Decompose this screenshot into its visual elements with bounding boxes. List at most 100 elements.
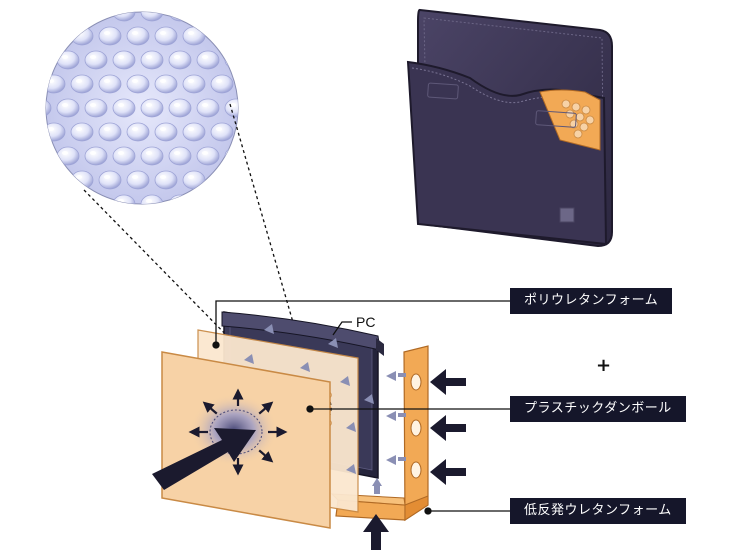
bubble-highlight xyxy=(272,127,278,131)
bubble-highlight xyxy=(48,127,54,131)
bubble-highlight xyxy=(34,199,40,203)
bubble-highlight xyxy=(76,127,82,131)
bubble-cell xyxy=(253,3,275,21)
bubble-cell xyxy=(211,219,233,237)
bubble-cell xyxy=(15,27,37,45)
bubble-highlight xyxy=(34,7,40,11)
bubble-magnifier xyxy=(1,3,317,237)
bubble-cell xyxy=(98,122,122,142)
external-pressure-arrows xyxy=(363,369,466,550)
bubble-highlight xyxy=(90,7,96,11)
bubble-highlight xyxy=(174,151,180,155)
bubble-cell xyxy=(112,12,136,22)
bubble-cell xyxy=(267,219,289,237)
impact-arrow-icon xyxy=(152,428,256,490)
bubble-highlight xyxy=(202,55,208,59)
bubble-highlight xyxy=(244,175,250,179)
bubble-highlight xyxy=(216,127,222,131)
label-polyurethane-foam: ポリウレタンフォーム xyxy=(510,288,673,314)
bubble-cell xyxy=(182,74,206,94)
bubble-highlight xyxy=(202,7,208,11)
bubble-highlight xyxy=(118,7,124,11)
bubble-highlight xyxy=(132,175,138,179)
bubble-highlight xyxy=(34,151,40,155)
bubble-highlight xyxy=(174,7,180,11)
bubble-highlight xyxy=(230,151,236,155)
bubble-cell xyxy=(71,219,93,237)
bubble-highlight xyxy=(202,199,208,203)
bubble-cell xyxy=(196,146,220,166)
bubble-cell xyxy=(98,74,122,94)
bubble-cell xyxy=(46,194,52,204)
bubble-highlight xyxy=(48,79,54,83)
bubble-highlight xyxy=(174,199,180,203)
bubble-cell xyxy=(281,195,303,213)
bubble-cell xyxy=(127,219,149,237)
bubble-cell xyxy=(99,219,121,237)
bubble-highlight xyxy=(132,127,138,131)
bubble-cell xyxy=(267,123,289,141)
bubble-cell xyxy=(224,146,238,166)
bubble-highlight xyxy=(244,127,250,131)
bubble-cell xyxy=(46,74,66,94)
bubble-cell xyxy=(112,50,136,70)
leader-lines xyxy=(212,300,510,515)
bubble-cell xyxy=(1,99,23,117)
bubble-highlight xyxy=(62,103,68,107)
bubble-cell xyxy=(295,123,317,141)
bubble-highlight xyxy=(48,175,54,179)
bubble-highlight xyxy=(132,79,138,83)
bubble-highlight xyxy=(286,151,292,155)
bubble-highlight xyxy=(160,127,166,131)
bubble-highlight xyxy=(244,31,250,35)
bubble-highlight xyxy=(188,175,194,179)
bubble-highlight xyxy=(258,151,264,155)
bubble-highlight xyxy=(258,55,264,59)
bubble-cell xyxy=(56,194,80,204)
bubble-cell xyxy=(126,122,150,142)
bubble-highlight xyxy=(286,55,292,59)
bubble-cell xyxy=(210,26,234,46)
bubble-highlight xyxy=(216,175,222,179)
bubble-cell xyxy=(281,51,303,69)
bubble-cell xyxy=(46,50,52,70)
bubble-cell xyxy=(15,75,37,93)
callout-line-left xyxy=(83,189,291,401)
bubble-highlight xyxy=(300,79,306,83)
bubble-cell xyxy=(56,146,80,166)
bubble-highlight xyxy=(20,79,26,83)
bubble-highlight xyxy=(188,127,194,131)
bubble-highlight xyxy=(230,7,236,11)
bubble-cell xyxy=(183,219,205,237)
bubble-cell xyxy=(168,194,192,204)
bubble-highlight xyxy=(286,103,292,107)
bubble-cell xyxy=(224,12,238,22)
bubble-highlight xyxy=(188,79,194,83)
bubble-cell xyxy=(1,51,23,69)
bubble-highlight xyxy=(20,127,26,131)
bubble-highlight xyxy=(272,175,278,179)
bubble-highlight xyxy=(6,7,12,11)
bubble-highlight xyxy=(104,223,110,227)
bubble-cell xyxy=(70,170,94,190)
bubble-cell xyxy=(210,170,234,190)
bubble-highlight xyxy=(286,7,292,11)
bubble-highlight xyxy=(104,175,110,179)
bubble-highlight xyxy=(272,31,278,35)
bubble-highlight xyxy=(272,79,278,83)
bubble-highlight xyxy=(188,223,194,227)
bubble-cell xyxy=(239,219,261,237)
bubble-highlight xyxy=(6,55,12,59)
bubble-highlight xyxy=(174,103,180,107)
bubble-cell xyxy=(155,219,177,237)
bubble-highlight xyxy=(216,79,222,83)
bubble-highlight xyxy=(300,223,306,227)
bubble-cell xyxy=(168,146,192,166)
bubble-cell xyxy=(46,26,66,46)
bubble-cell xyxy=(182,170,206,190)
laptop-sleeve xyxy=(406,8,613,248)
bubble-cell xyxy=(126,26,150,46)
label-bubble-wrap: プラスチックダンボール xyxy=(510,396,686,422)
bubble-highlight xyxy=(146,7,152,11)
bubble-cell xyxy=(70,26,94,46)
